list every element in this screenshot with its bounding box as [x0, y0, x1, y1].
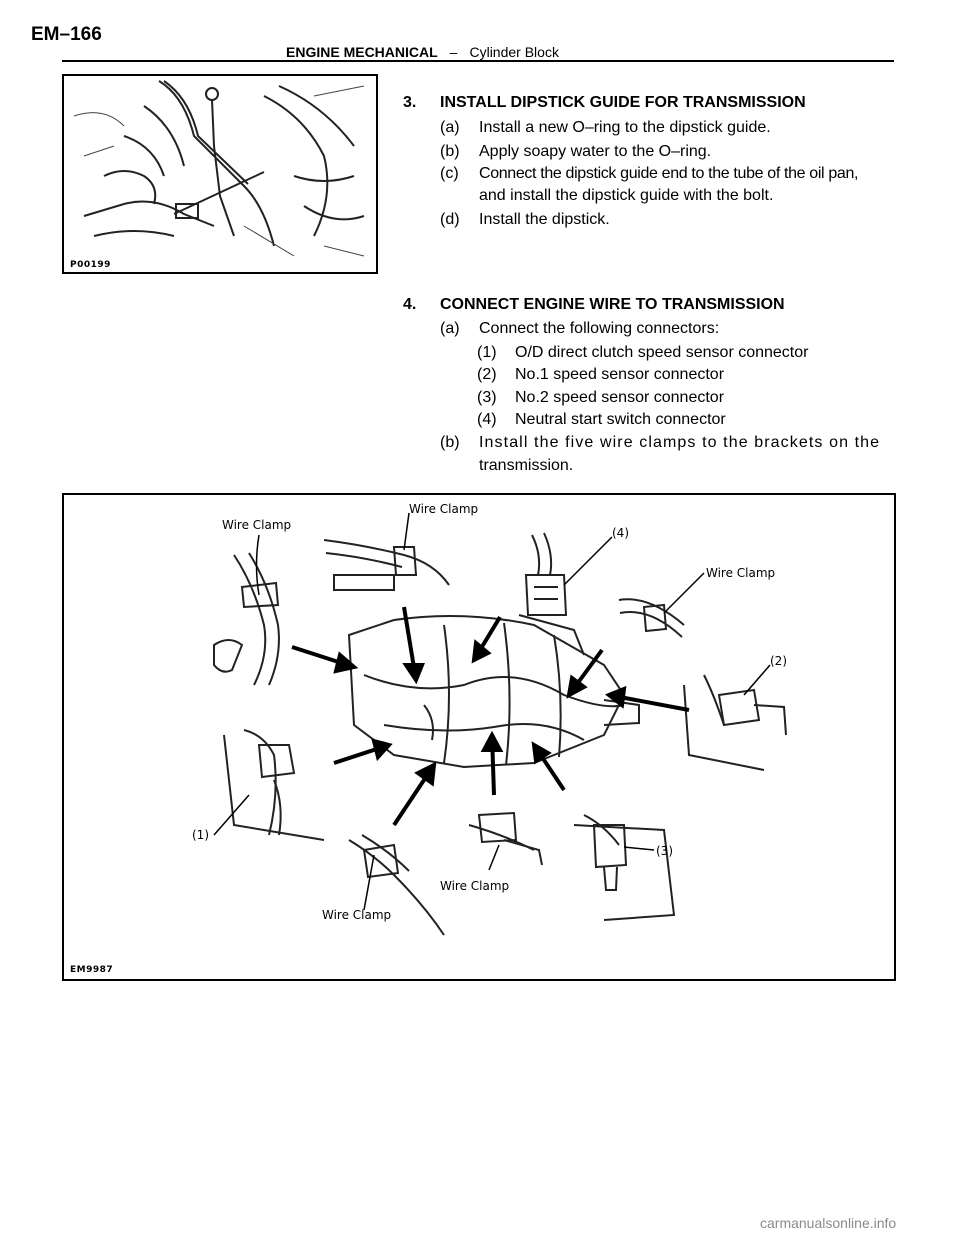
subsection-title: Cylinder Block — [469, 44, 559, 60]
step3-item-b-label: (b) — [440, 143, 460, 160]
label-wire-clamp-right: Wire Clamp — [706, 566, 775, 580]
step4-item-a-label: (a) — [440, 320, 460, 337]
step3-item-d-label: (d) — [440, 211, 460, 228]
label-wire-clamp-top-left: Wire Clamp — [222, 518, 291, 532]
step4-title: CONNECT ENGINE WIRE TO TRANSMISSION — [440, 296, 785, 313]
step3-item-b-text: Apply soapy water to the O–ring. — [479, 143, 712, 160]
step3-item-a-label: (a) — [440, 119, 460, 136]
header-rule — [62, 60, 894, 62]
step3-item-a-text: Install a new O–ring to the dipstick gui… — [479, 119, 771, 136]
wiring-illustration: Wire Clamp Wire Clamp (4) Wire Clamp (2)… — [62, 493, 896, 981]
step3-title: INSTALL DIPSTICK GUIDE FOR TRANSMISSION — [440, 94, 806, 111]
step4-sub-1-text: O/D direct clutch speed sensor connector — [515, 344, 809, 361]
watermark: carmanualsonline.info — [760, 1215, 897, 1231]
label-wire-clamp-top-center: Wire Clamp — [409, 502, 478, 516]
step3-item-d-text: Install the dipstick. — [479, 211, 610, 228]
label-connector-4: (4) — [612, 526, 629, 540]
label-connector-2: (2) — [770, 654, 787, 668]
step3-item-c-continuation: and install the dipstick guide with the … — [479, 187, 774, 204]
step4-sub-2-text: No.1 speed sensor connector — [515, 366, 725, 383]
step4-item-a-text: Connect the following connectors: — [479, 320, 720, 337]
step4-item-b-continuation: transmission. — [479, 457, 574, 474]
dipstick-drawing — [73, 80, 365, 257]
step4-sub-1-label: (1) — [477, 344, 497, 361]
step4-sub-3-text: No.2 speed sensor connector — [515, 389, 725, 406]
label-connector-3: (3) — [656, 844, 673, 858]
wiring-drawing: Wire Clamp Wire Clamp (4) Wire Clamp (2)… — [192, 502, 787, 936]
running-header: ENGINE MECHANICAL–Cylinder Block — [286, 44, 559, 60]
figure-id: EM9987 — [70, 965, 114, 975]
step4-number: 4. — [403, 296, 417, 313]
step4-sub-2-label: (2) — [477, 366, 497, 383]
step4-sub-4-label: (4) — [477, 411, 497, 428]
label-connector-1: (1) — [192, 828, 209, 842]
label-wire-clamp-bottom-left: Wire Clamp — [322, 908, 391, 922]
step4-item-b-label: (b) — [440, 434, 460, 451]
step4-item-b-text: Install the five wire clamps to the brac… — [479, 434, 881, 451]
dipstick-illustration: P00199 — [62, 74, 378, 274]
page-number: EM–166 — [31, 24, 102, 45]
header-separator: – — [449, 44, 458, 60]
step4-sub-4-text: Neutral start switch connector — [515, 411, 726, 428]
step3-item-c-label: (c) — [440, 165, 459, 182]
label-wire-clamp-bottom-center: Wire Clamp — [440, 879, 509, 893]
step4-sub-3-label: (3) — [477, 389, 497, 406]
step3-item-c-text: Connect the dipstick guide end to the tu… — [479, 165, 859, 182]
step3-number: 3. — [403, 94, 417, 111]
section-title: ENGINE MECHANICAL — [286, 44, 438, 60]
figure-id: P00199 — [70, 260, 111, 270]
